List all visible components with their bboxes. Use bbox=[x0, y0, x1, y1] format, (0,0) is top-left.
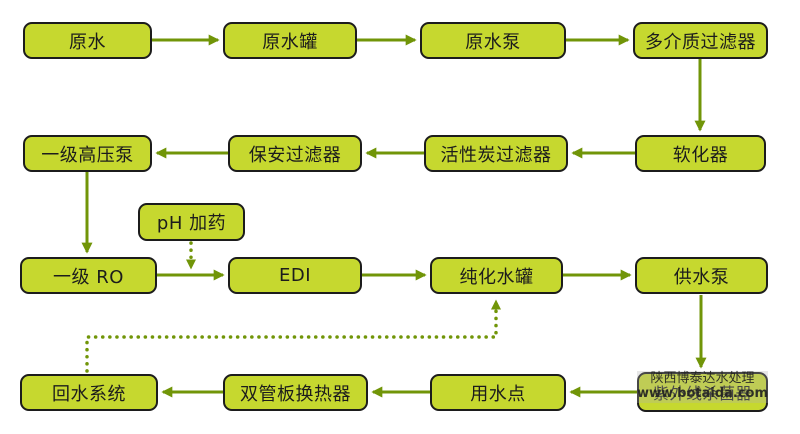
node-supply-pump: 供水泵 bbox=[635, 257, 768, 294]
node-label-hp-pump-stage1: 一级高压泵 bbox=[41, 144, 134, 166]
node-softener: 软化器 bbox=[635, 135, 766, 172]
node-hp-pump-stage1: 一级高压泵 bbox=[23, 135, 152, 172]
edge-return-to-purified-tank-dotted bbox=[85, 299, 501, 373]
node-label-softener: 软化器 bbox=[672, 144, 729, 166]
node-ph-dosing: pH 加药 bbox=[138, 203, 245, 241]
node-activated-carbon-filter: 活性炭过滤器 bbox=[424, 135, 568, 172]
node-label-ro-stage1: 一级 RO bbox=[53, 266, 124, 288]
node-label-purified-water-tank: 纯化水罐 bbox=[459, 266, 534, 288]
node-raw-water-tank: 原水罐 bbox=[223, 22, 357, 59]
node-label-raw-water-tank: 原水罐 bbox=[262, 31, 318, 53]
node-label-multi-media-filter: 多介质过滤器 bbox=[645, 31, 756, 53]
node-uv-sterilizer: 紫外线杀菌器 bbox=[637, 372, 768, 412]
node-label-supply-pump: 供水泵 bbox=[673, 266, 730, 288]
node-label-activated-carbon-filter: 活性炭过滤器 bbox=[440, 144, 552, 166]
node-edi: EDI bbox=[228, 257, 362, 294]
node-label-cartridge-filter: 保安过滤器 bbox=[248, 144, 342, 166]
node-point-of-use: 用水点 bbox=[430, 374, 566, 411]
node-label-uv-sterilizer: 紫外线杀菌器 bbox=[652, 384, 752, 403]
node-raw-water: 原水 bbox=[23, 22, 152, 59]
node-purified-water-tank: 纯化水罐 bbox=[430, 257, 563, 294]
node-label-water-return-system: 回水系统 bbox=[52, 383, 126, 405]
node-water-return-system: 回水系统 bbox=[20, 374, 158, 411]
node-label-ph-dosing: pH 加药 bbox=[156, 213, 227, 234]
node-label-point-of-use: 用水点 bbox=[470, 383, 526, 405]
node-label-raw-water: 原水 bbox=[69, 31, 106, 53]
node-label-heat-exchanger: 双管板换热器 bbox=[240, 383, 351, 405]
node-raw-water-pump: 原水泵 bbox=[420, 22, 566, 59]
node-ro-stage1: 一级 RO bbox=[20, 257, 157, 294]
node-heat-exchanger: 双管板换热器 bbox=[223, 374, 368, 411]
node-cartridge-filter: 保安过滤器 bbox=[228, 135, 362, 172]
node-label-edi: EDI bbox=[278, 265, 312, 286]
node-label-raw-water-pump: 原水泵 bbox=[465, 31, 521, 53]
node-multi-media-filter: 多介质过滤器 bbox=[633, 22, 768, 59]
